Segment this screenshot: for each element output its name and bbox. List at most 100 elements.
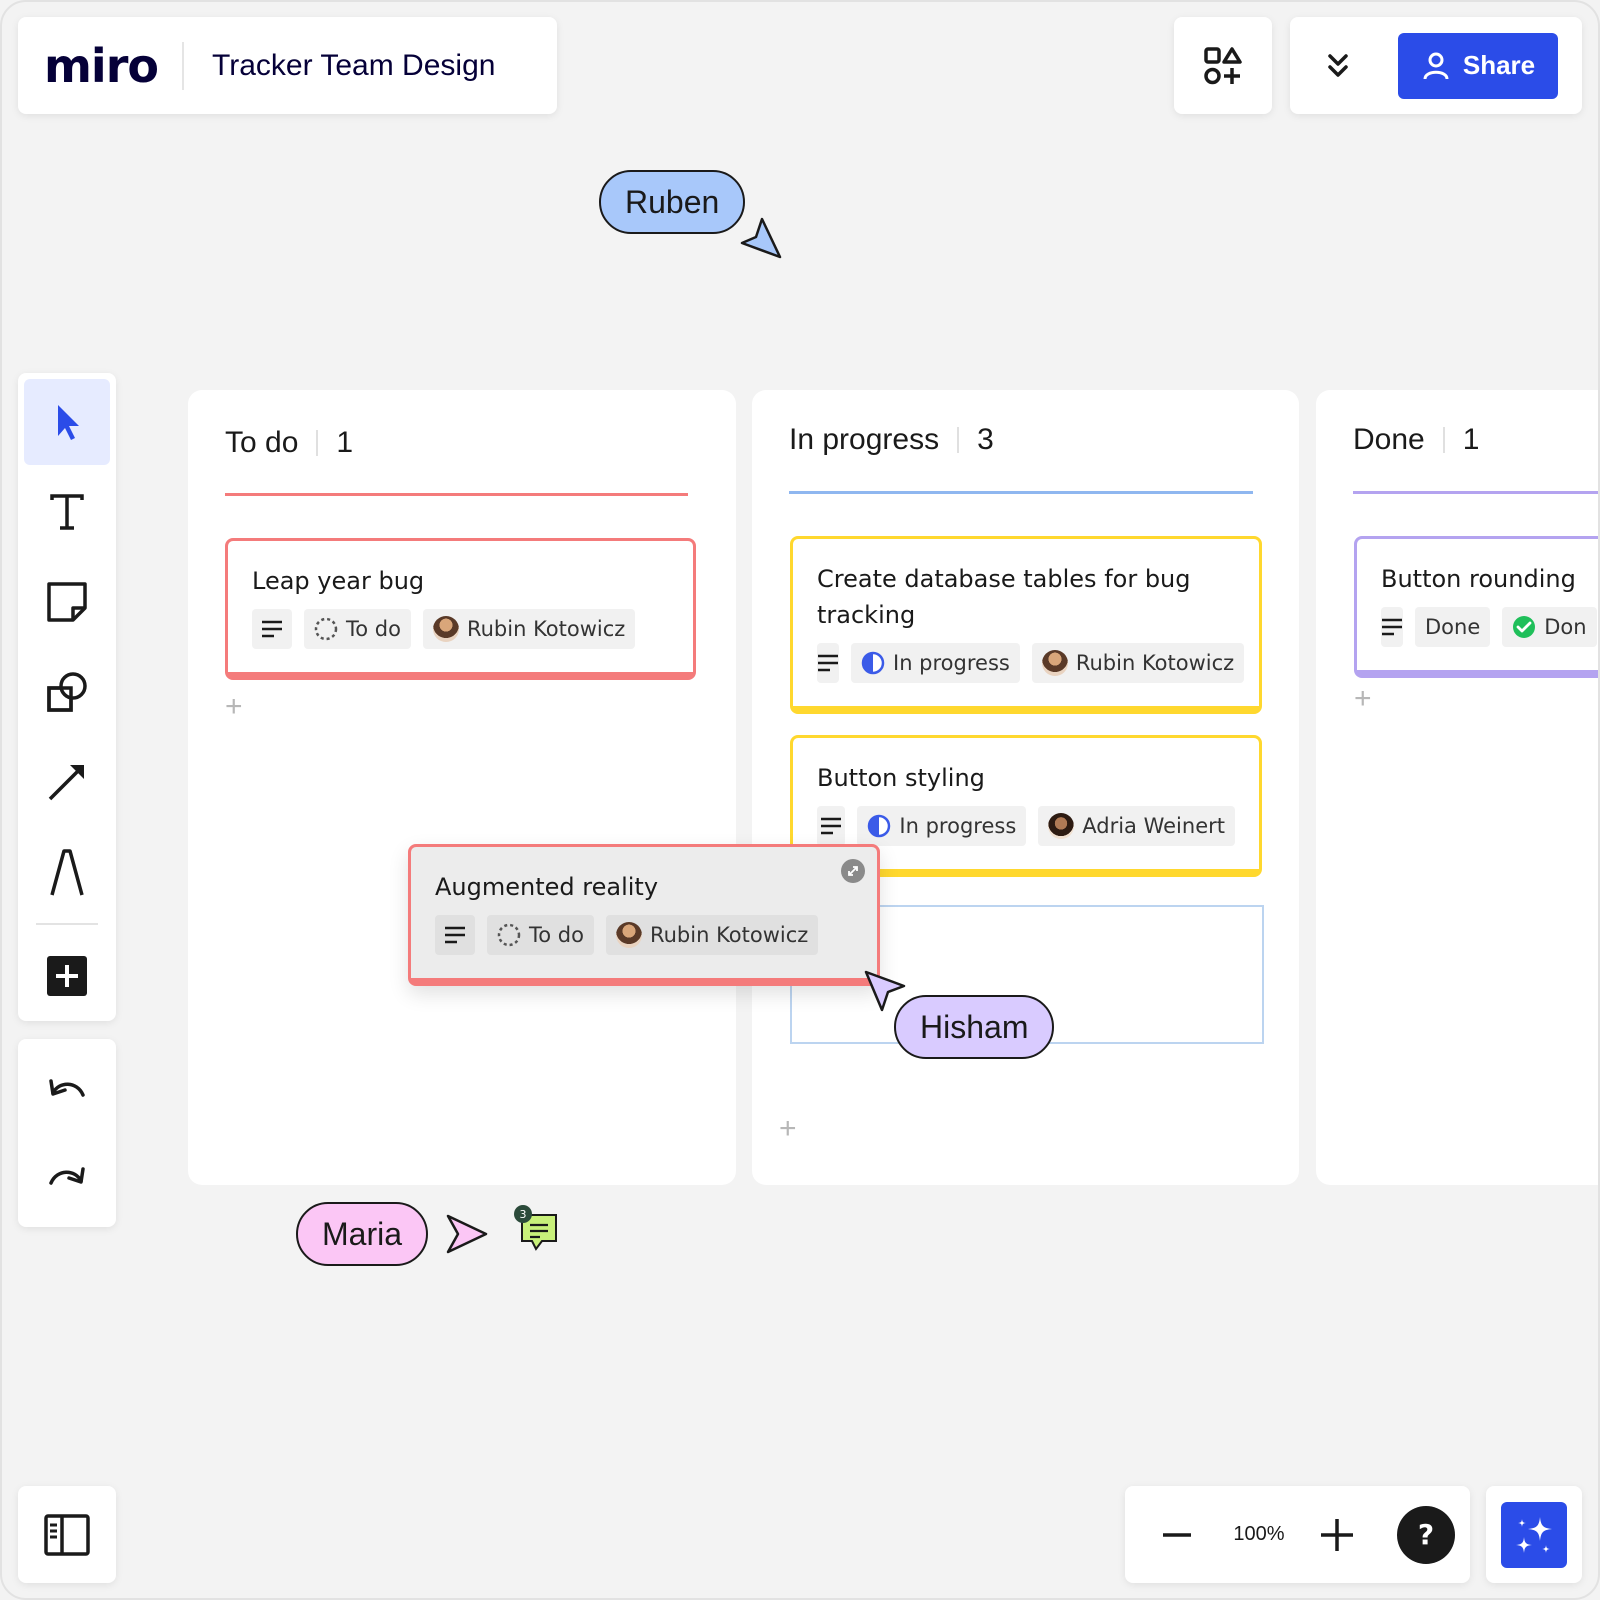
cursor-maria-icon (446, 1214, 488, 1254)
status-chip[interactable]: To do (304, 609, 411, 649)
avatar (1041, 650, 1068, 676)
collapse-button[interactable] (1308, 51, 1368, 81)
column-underline (1353, 491, 1600, 494)
header-divider (957, 427, 960, 453)
help-button[interactable]: ? (1397, 1505, 1455, 1564)
assignee-name: Rubin Kotowicz (466, 617, 626, 641)
status-text: Don (1544, 615, 1587, 639)
status-chip[interactable]: Done (1415, 607, 1491, 647)
column-title[interactable]: To do (225, 426, 299, 459)
header-divider (1442, 427, 1445, 453)
cursor-label-ruben: Ruben (599, 170, 746, 234)
toolbar (18, 373, 116, 1021)
sidebar-toggle-button[interactable] (18, 1486, 116, 1583)
column-underline (789, 491, 1253, 494)
zoom-in-button[interactable] (1317, 1517, 1357, 1553)
connector-tool[interactable] (24, 739, 110, 825)
column-title[interactable]: In progress (789, 423, 940, 456)
undo-button[interactable] (24, 1047, 110, 1133)
sidebar-icon (44, 1513, 90, 1556)
sticky-note-icon (47, 582, 87, 622)
status-todo-icon (314, 617, 338, 641)
sticky-note-tool[interactable] (24, 559, 110, 645)
board-title[interactable]: Tracker Team Design (212, 48, 496, 82)
status-text: To do (529, 923, 584, 947)
description-chip[interactable] (817, 806, 846, 846)
card-button-rounding[interactable]: Button rounding Done Don (1354, 536, 1600, 678)
card-augmented-reality-dragging[interactable]: Augmented reality To do Rubin Kotowicz (408, 844, 880, 986)
add-card-button[interactable]: + (225, 690, 243, 723)
column-todo: To do 1 Leap year bug To do Rubin Kotowi… (188, 390, 736, 1185)
select-tool[interactable] (24, 379, 110, 465)
zoom-out-button[interactable] (1157, 1519, 1197, 1551)
arrow-icon (48, 765, 84, 801)
done-chip[interactable]: Don (1502, 607, 1597, 647)
share-label: Share (1462, 50, 1536, 80)
zoom-panel: 100% ? (1125, 1486, 1470, 1583)
comment-badge: 3 (514, 1205, 532, 1223)
status-text: Done (1425, 615, 1481, 639)
ai-assist-button[interactable] (1501, 1501, 1567, 1568)
ai-panel (1486, 1486, 1582, 1583)
add-card-button[interactable]: + (1354, 682, 1372, 715)
templates-button[interactable] (1174, 17, 1272, 114)
column-done: Done 1 Button rounding Done Don + (1316, 390, 1600, 1185)
card-button-styling[interactable]: Button styling In progress Adria Weinert (790, 735, 1262, 877)
card-create-database-tables[interactable]: Create database tables for bug tracking … (790, 536, 1262, 714)
card-leap-year-bug[interactable]: Leap year bug To do Rubin Kotowicz (225, 538, 696, 680)
status-chip[interactable]: In progress (857, 806, 1027, 846)
pen-tool[interactable] (24, 829, 110, 915)
assignee-chip[interactable]: Rubin Kotowicz (605, 915, 819, 955)
shapes-icon (47, 672, 87, 712)
status-chip[interactable]: In progress (851, 643, 1020, 683)
column-count: 3 (977, 423, 994, 456)
share-button[interactable]: Share (1398, 32, 1558, 99)
status-in-progress-icon (868, 814, 891, 838)
comment-thread-button[interactable]: 3 (514, 1205, 560, 1257)
description-chip[interactable] (817, 643, 839, 683)
more-tools-button[interactable] (24, 933, 110, 1019)
card-title: Leap year bug (252, 567, 425, 595)
expand-icon (848, 866, 858, 876)
status-text: In progress (893, 651, 1010, 675)
expand-button[interactable] (841, 859, 865, 883)
header-divider (182, 41, 184, 90)
lines-icon (818, 654, 838, 672)
column-title[interactable]: Done (1353, 423, 1425, 456)
check-circle-icon (1513, 616, 1536, 638)
avatar (615, 922, 642, 948)
shapes-tool[interactable] (24, 649, 110, 735)
status-in-progress-icon (861, 651, 885, 675)
cursor-arrow-icon (58, 405, 79, 440)
assignee-chip[interactable]: Rubin Kotowicz (422, 609, 636, 649)
avatar (1048, 813, 1075, 839)
text-tool[interactable] (24, 469, 110, 555)
lines-icon (445, 926, 465, 944)
text-icon (50, 494, 84, 530)
cursor-label-maria: Maria (296, 1202, 429, 1266)
assignee-chip[interactable]: Rubin Kotowicz (1031, 643, 1245, 683)
redo-button[interactable] (24, 1135, 110, 1221)
lines-icon (1382, 618, 1402, 636)
assignee-chip[interactable]: Adria Weinert (1038, 806, 1235, 846)
status-text: To do (346, 617, 401, 641)
column-header: In progress 3 (789, 423, 994, 457)
templates-icon (1204, 46, 1242, 84)
assignee-name: Rubin Kotowicz (649, 923, 809, 947)
add-card-button[interactable]: + (779, 1112, 797, 1145)
description-chip[interactable] (1381, 607, 1403, 647)
column-count: 1 (336, 426, 354, 459)
zoom-level[interactable]: 100% (1233, 1523, 1285, 1545)
avatar (432, 616, 459, 642)
cursor-ruben-icon (740, 217, 782, 259)
column-header: To do 1 (225, 426, 353, 460)
status-chip[interactable]: To do (487, 915, 594, 955)
description-chip[interactable] (252, 609, 292, 649)
column-in-progress: In progress 3 Create database tables for… (752, 390, 1299, 1185)
description-chip[interactable] (435, 915, 475, 955)
redo-icon (49, 1167, 85, 1185)
minus-icon (1163, 1532, 1191, 1537)
user-icon (1423, 52, 1449, 79)
share-panel: Share (1290, 17, 1582, 114)
miro-logo[interactable]: miro (44, 38, 159, 93)
